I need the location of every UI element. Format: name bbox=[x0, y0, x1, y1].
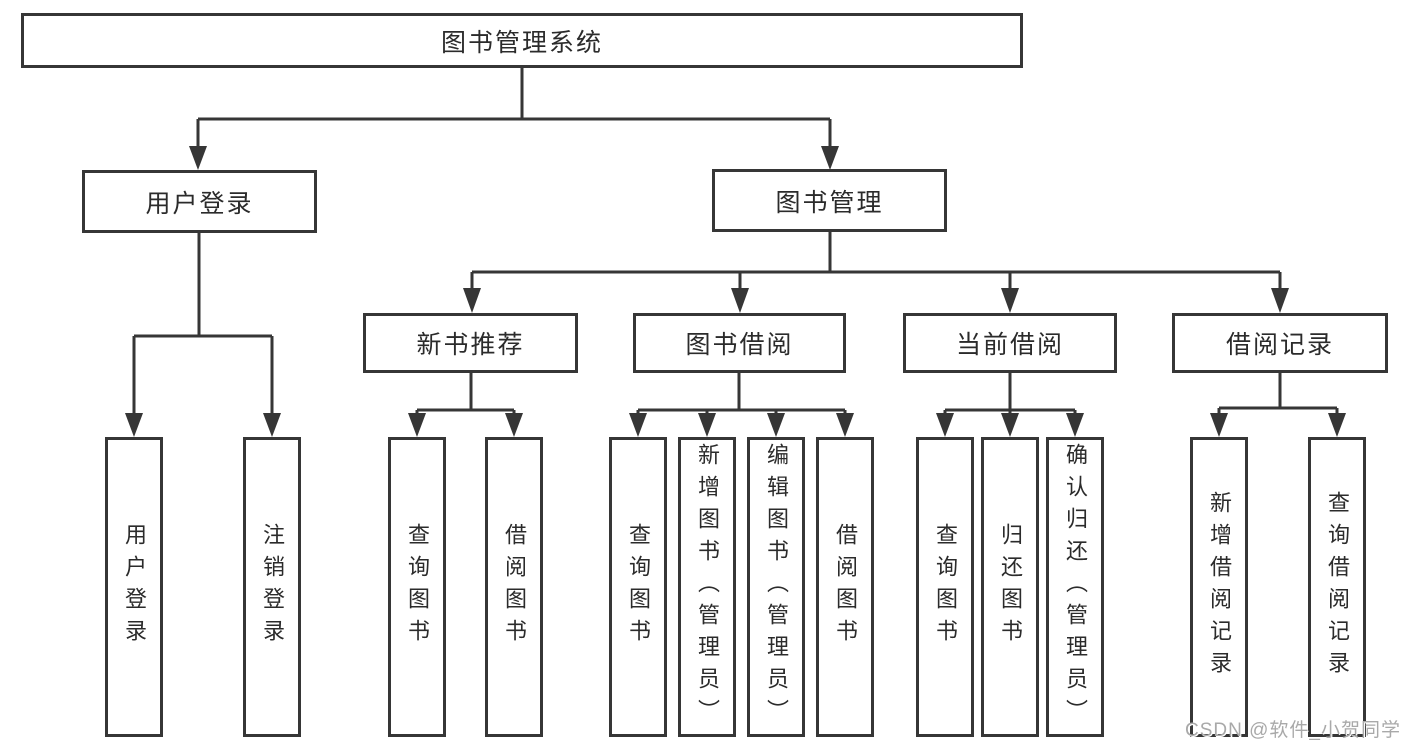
leaf-logout: 注销登录 bbox=[243, 437, 301, 737]
leaf-cb-return-books-label: 归还图书 bbox=[998, 523, 1023, 651]
leaf-cb-query-books: 查询图书 bbox=[916, 437, 974, 737]
connector-new-book-children bbox=[415, 373, 516, 416]
leaf-logout-label: 注销登录 bbox=[260, 523, 285, 651]
csdn-watermark: CSDN @软件_小贺同学 bbox=[1185, 720, 1401, 741]
node-root: 图书管理系统 bbox=[21, 13, 1023, 68]
leaf-nbr-query-books-label: 查询图书 bbox=[405, 523, 430, 651]
node-current-borrow: 当前借阅 bbox=[903, 313, 1117, 373]
leaf-bb-add-book-admin-label: 新增图书（管理员） bbox=[695, 443, 720, 731]
node-book-borrow: 图书借阅 bbox=[633, 313, 846, 373]
leaf-bb-borrow-books: 借阅图书 bbox=[816, 437, 874, 737]
leaf-cb-query-books-label: 查询图书 bbox=[933, 523, 958, 651]
arrowhead-borrow-records-children bbox=[1210, 413, 1346, 437]
leaf-bb-query-books-label: 查询图书 bbox=[626, 523, 651, 651]
leaf-bb-edit-book-admin-label: 编辑图书（管理员） bbox=[764, 443, 789, 731]
leaf-cb-confirm-return-admin-label: 确认归还（管理员） bbox=[1063, 443, 1088, 731]
leaf-nbr-borrow-books: 借阅图书 bbox=[485, 437, 543, 737]
arrowhead-book-borrow-children bbox=[629, 413, 854, 437]
connector-current-borrow-children bbox=[943, 373, 1077, 416]
leaf-bb-edit-book-admin: 编辑图书（管理员） bbox=[747, 437, 805, 737]
leaf-br-add-record: 新增借阅记录 bbox=[1190, 437, 1248, 737]
leaf-user-login: 用户登录 bbox=[105, 437, 163, 737]
arrowhead-user-login-children bbox=[125, 413, 281, 437]
arrowhead-level2 bbox=[463, 288, 1289, 313]
connector-book-mgmt-children bbox=[470, 232, 1282, 291]
leaf-cb-return-books: 归还图书 bbox=[981, 437, 1039, 737]
leaf-nbr-query-books: 查询图书 bbox=[388, 437, 446, 737]
leaf-bb-add-book-admin: 新增图书（管理员） bbox=[678, 437, 736, 737]
arrowhead-current-borrow-children bbox=[936, 413, 1084, 437]
leaf-user-login-label: 用户登录 bbox=[122, 523, 147, 651]
leaf-br-query-record-label: 查询借阅记录 bbox=[1325, 491, 1350, 683]
node-book-management: 图书管理 bbox=[712, 169, 947, 232]
arrowhead-level1 bbox=[189, 146, 839, 170]
arrowhead-new-book-children bbox=[408, 413, 523, 437]
leaf-br-query-record: 查询借阅记录 bbox=[1308, 437, 1366, 737]
leaf-bb-query-books: 查询图书 bbox=[609, 437, 667, 737]
node-user-login: 用户登录 bbox=[82, 170, 317, 233]
leaf-nbr-borrow-books-label: 借阅图书 bbox=[502, 523, 527, 651]
connector-book-borrow-children bbox=[636, 373, 847, 416]
node-new-book-recommend: 新书推荐 bbox=[363, 313, 578, 373]
leaf-cb-confirm-return-admin: 确认归还（管理员） bbox=[1046, 437, 1104, 737]
node-borrow-records: 借阅记录 bbox=[1172, 313, 1388, 373]
leaf-bb-borrow-books-label: 借阅图书 bbox=[833, 523, 858, 651]
leaf-br-add-record-label: 新增借阅记录 bbox=[1207, 491, 1232, 683]
connector-borrow-records-children bbox=[1217, 373, 1339, 416]
connector-user-login-children bbox=[132, 233, 274, 416]
connector-root-to-level1 bbox=[196, 68, 832, 149]
